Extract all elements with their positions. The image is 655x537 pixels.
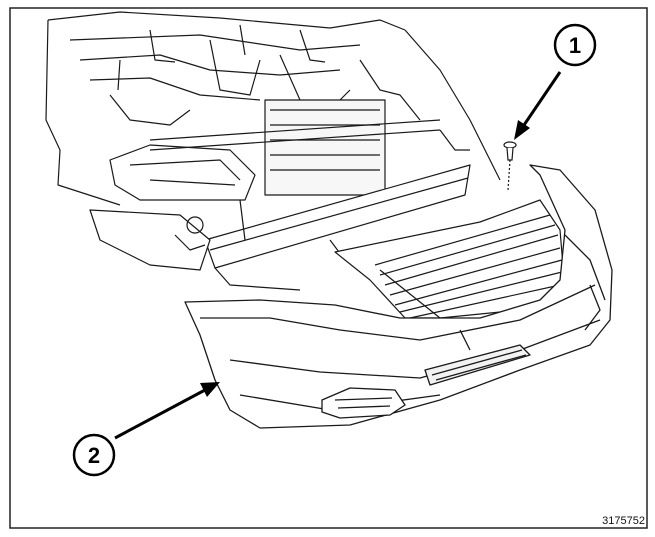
grille bbox=[334, 199, 566, 319]
callout-1-arrowhead bbox=[514, 120, 530, 140]
callout-2-arrowhead bbox=[200, 382, 220, 397]
callout-1: 1 bbox=[514, 23, 597, 140]
front-fascia bbox=[184, 164, 613, 429]
callout-1-circle bbox=[553, 23, 597, 67]
callout-2-leader bbox=[114, 388, 206, 440]
callout-1-label: 1 bbox=[569, 33, 581, 58]
callout-1-leader bbox=[520, 71, 562, 129]
callout-2-label: 2 bbox=[88, 443, 100, 468]
vehicle-front-structure bbox=[45, 11, 501, 291]
figure-id: 3175752 bbox=[602, 515, 645, 527]
callout-2: 2 bbox=[72, 382, 220, 477]
fastener-part bbox=[503, 141, 517, 191]
callout-2-circle bbox=[72, 433, 116, 477]
